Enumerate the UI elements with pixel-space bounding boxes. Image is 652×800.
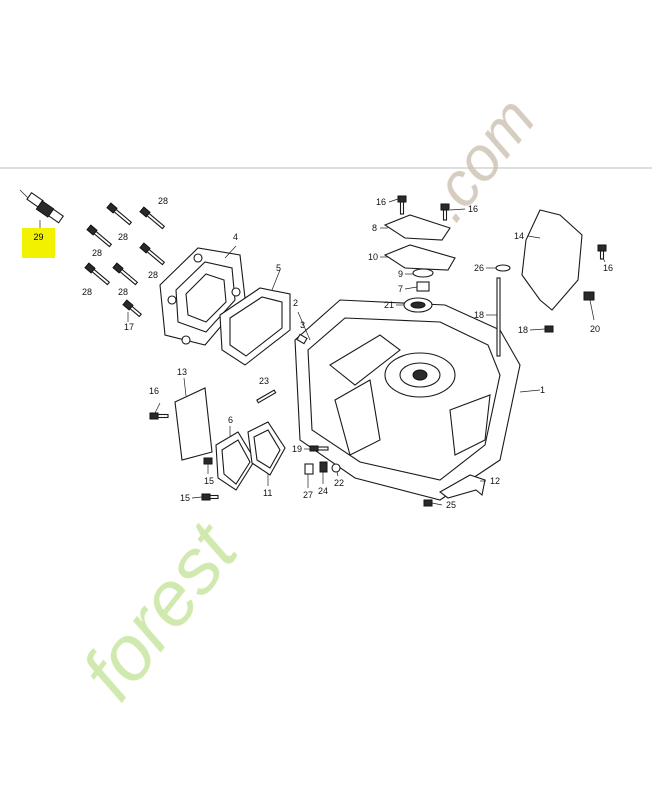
part-14-shroud xyxy=(521,209,583,311)
callout-9[interactable]: 9 xyxy=(398,269,403,279)
callout-19[interactable]: 19 xyxy=(292,444,302,454)
callout-16d[interactable]: 16 xyxy=(149,386,159,396)
callout-23[interactable]: 23 xyxy=(259,376,269,386)
callout-10[interactable]: 10 xyxy=(368,252,378,262)
highlight-box-part-29[interactable] xyxy=(22,228,55,258)
callout-2[interactable]: 2 xyxy=(293,298,298,308)
part-12-wrench xyxy=(438,474,486,499)
callout-15b[interactable]: 15 xyxy=(180,493,190,503)
callout-8[interactable]: 8 xyxy=(372,223,377,233)
callout-21[interactable]: 21 xyxy=(384,300,394,310)
part-1-crankcase xyxy=(294,299,541,501)
callout-20[interactable]: 20 xyxy=(590,324,600,334)
callout-4[interactable]: 4 xyxy=(233,232,238,242)
callout-11[interactable]: 11 xyxy=(263,488,272,498)
watermark-end: .com xyxy=(412,85,549,233)
bolt-18 xyxy=(544,325,554,333)
callout-16a[interactable]: 16 xyxy=(376,197,386,207)
part-5-gasket xyxy=(219,269,291,366)
callout-17[interactable]: 17 xyxy=(124,322,134,332)
callout-18b[interactable]: 18 xyxy=(518,325,528,335)
bolts-28 xyxy=(84,202,166,318)
callout-24[interactable]: 24 xyxy=(318,486,328,496)
part-13-plate xyxy=(174,387,213,461)
part-9-oring xyxy=(412,268,434,278)
part-8-cover xyxy=(383,214,451,241)
callout-14[interactable]: 14 xyxy=(514,231,524,241)
callout-22[interactable]: 22 xyxy=(334,478,344,488)
part-21-seal xyxy=(403,297,433,313)
part-11-gasket xyxy=(247,421,286,476)
callout-16b[interactable]: 16 xyxy=(468,204,478,214)
part-26-washer xyxy=(495,264,511,272)
callout-26[interactable]: 26 xyxy=(474,263,484,273)
callout-28b[interactable]: 28 xyxy=(118,232,128,242)
callout-3[interactable]: 3 xyxy=(300,320,305,330)
leader-lines xyxy=(127,198,606,506)
watermark-fore: forest xyxy=(64,505,255,716)
callout-labels: 28 28 28 28 28 28 17 4 5 16 16 8 10 9 7 … xyxy=(82,196,613,510)
part-7-piece xyxy=(416,281,430,292)
callout-15a[interactable]: 15 xyxy=(204,476,214,486)
part-18-rod xyxy=(496,277,501,357)
callout-13[interactable]: 13 xyxy=(177,367,187,377)
bolt-25 xyxy=(423,499,433,507)
part-10-gasket xyxy=(383,244,456,271)
part-20-clip xyxy=(583,291,595,301)
callout-25[interactable]: 25 xyxy=(446,500,456,510)
callout-12[interactable]: 12 xyxy=(490,476,500,486)
callout-6[interactable]: 6 xyxy=(228,415,233,425)
part-29-spark-plug[interactable] xyxy=(19,189,64,228)
callout-28a[interactable]: 28 xyxy=(158,196,168,206)
bolt-16-left xyxy=(149,412,169,420)
callout-5[interactable]: 5 xyxy=(276,263,281,273)
callout-28c[interactable]: 28 xyxy=(92,248,102,258)
highlight-label-part-29[interactable]: 29 xyxy=(33,232,44,242)
part-6-gasket xyxy=(215,431,256,491)
callout-1[interactable]: 1 xyxy=(540,385,545,395)
callout-28d[interactable]: 28 xyxy=(148,270,158,280)
callout-7[interactable]: 7 xyxy=(398,284,403,294)
callout-27[interactable]: 27 xyxy=(303,490,313,500)
part-23-stud xyxy=(256,389,277,404)
bolt-16-top xyxy=(397,195,450,221)
part-4-cylinder-head xyxy=(159,245,246,346)
part-3-pin xyxy=(296,333,308,345)
callout-28f[interactable]: 28 xyxy=(118,287,128,297)
callout-18a[interactable]: 18 xyxy=(474,310,484,320)
callout-28e[interactable]: 28 xyxy=(82,287,92,297)
parts-19-27-24-22 xyxy=(304,445,341,475)
callout-16c[interactable]: 16 xyxy=(603,263,613,273)
bolt-16-right xyxy=(597,244,607,260)
